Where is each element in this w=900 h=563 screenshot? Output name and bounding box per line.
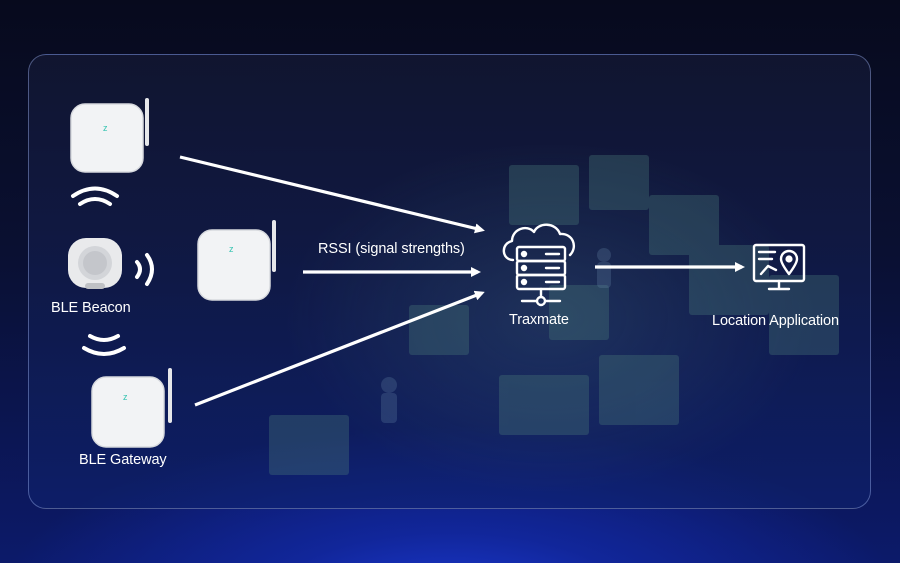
svg-text:z: z xyxy=(103,123,108,133)
diagram-panel xyxy=(28,54,871,509)
traxmate-label: Traxmate xyxy=(509,312,569,328)
signal-waves-bottom-icon xyxy=(82,334,126,356)
location-application-label: Location Application xyxy=(712,313,839,329)
warehouse-background xyxy=(269,155,839,475)
ble-beacon-label: BLE Beacon xyxy=(51,300,131,316)
svg-text:z: z xyxy=(123,392,128,402)
monitor-map-pin-icon xyxy=(752,243,806,291)
ble-gateway-bottom-icon: z xyxy=(91,368,172,448)
signal-waves-right-icon xyxy=(135,253,154,286)
ble-gateway-top-icon: z xyxy=(70,98,149,173)
ble-beacon-icon xyxy=(68,238,122,289)
arrow-top-gateway-to-traxmate xyxy=(179,155,485,234)
signal-waves-top-icon xyxy=(71,186,119,206)
arrow-bottom-gateway-to-traxmate xyxy=(194,290,485,407)
rssi-label: RSSI (signal strengths) xyxy=(318,241,465,257)
svg-text:z: z xyxy=(229,244,234,254)
ble-gateway-middle-icon: z xyxy=(197,220,276,301)
ble-gateway-label: BLE Gateway xyxy=(79,452,167,468)
cloud-server-icon xyxy=(502,223,575,307)
